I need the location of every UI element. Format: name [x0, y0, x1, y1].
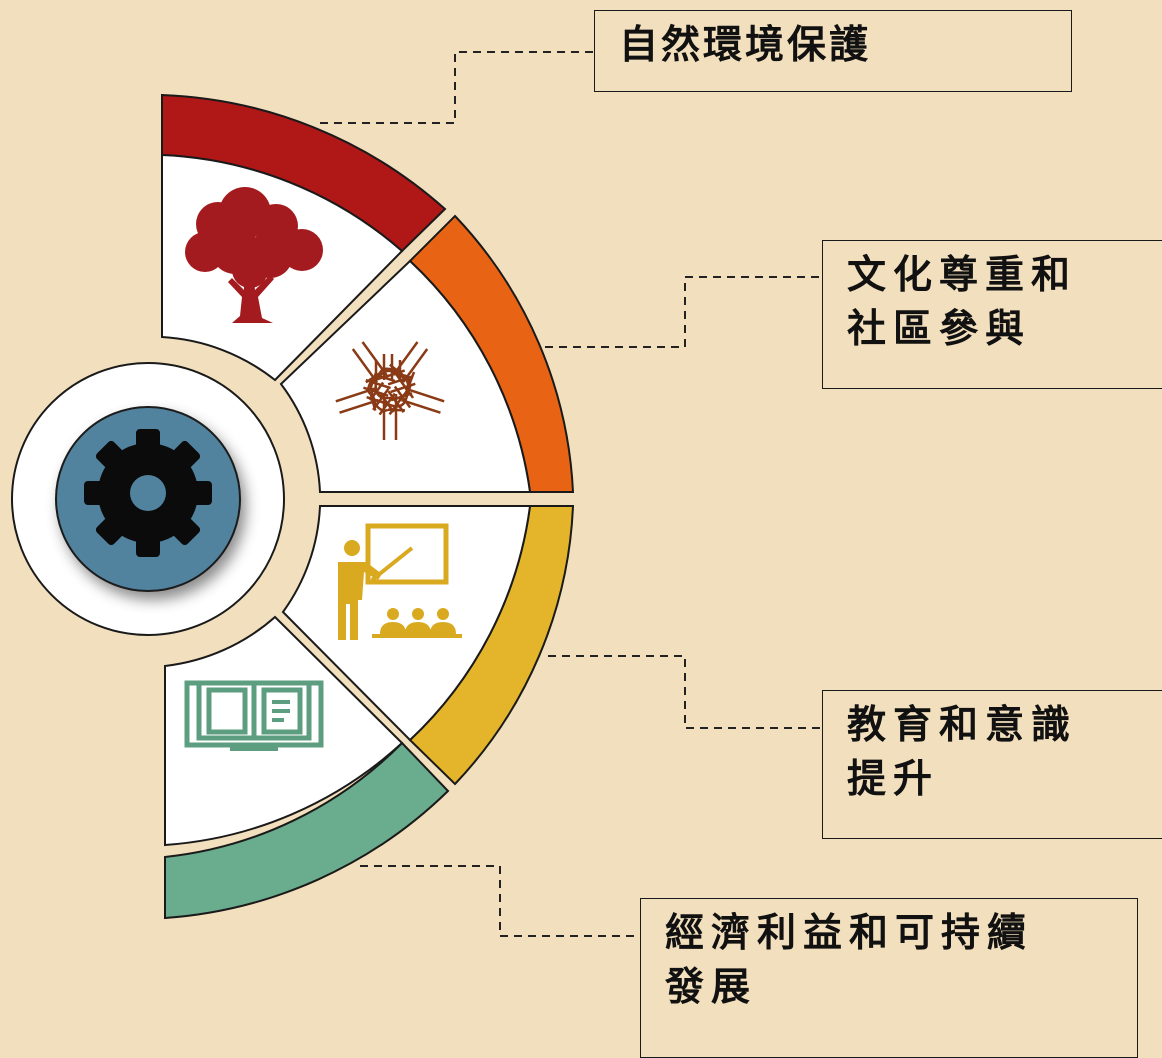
connector-education: [548, 655, 822, 729]
segment-economy-band: [164, 741, 450, 920]
connector-culture: [545, 276, 822, 348]
connector-nature: [320, 51, 594, 124]
connector-economy: [360, 865, 640, 937]
segment-culture: [279, 214, 575, 493]
connector-lines: [320, 51, 822, 937]
open-book-icon: [184, 680, 324, 751]
hands-together-icon: [335, 341, 445, 440]
label-cultural-respect: 文化尊重和 社區參與: [822, 240, 1162, 389]
segment-education: [281, 505, 575, 786]
tree-icon: [185, 187, 323, 323]
segment-economy: [164, 615, 450, 920]
label-education-awareness: 教育和意識 提升: [822, 690, 1162, 839]
teacher-presentation-icon: [338, 523, 462, 640]
label-economic-sustainability: 經濟利益和可持續 發展: [640, 898, 1138, 1058]
center-hub: [11, 362, 285, 636]
gear-icon: [84, 429, 212, 557]
label-nature-protection: 自然環境保護: [594, 10, 1072, 92]
segment-nature: [161, 93, 447, 382]
